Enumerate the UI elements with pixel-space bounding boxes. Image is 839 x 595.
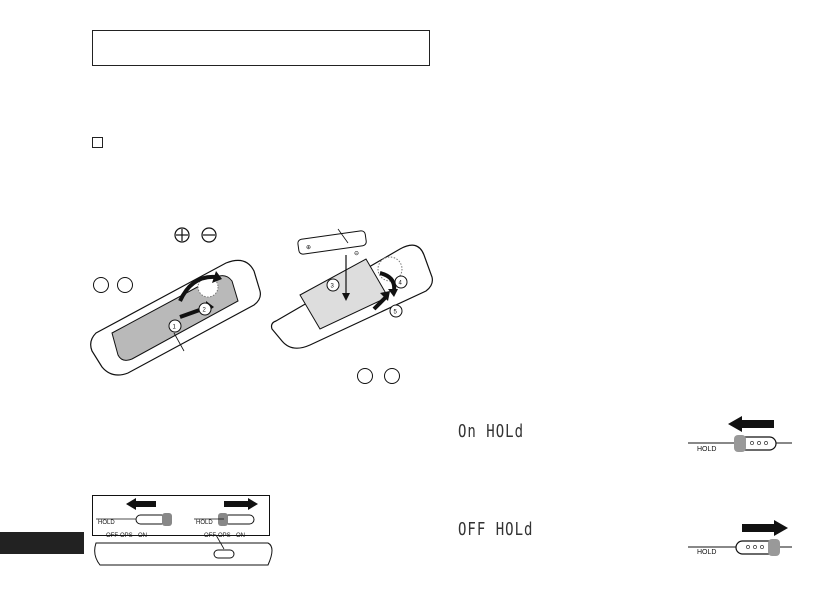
hold-label-off: HOLD [697,549,717,556]
step-1-label: 1 [173,325,177,331]
arrow-left-icon [728,416,742,432]
step-3-marker: 3 [326,278,340,292]
arrow-right-icon [248,498,258,510]
step-2-marker: 2 [198,302,212,316]
hold-on-slider [96,498,172,526]
off-label-right: OFF [204,533,216,539]
battery-insert-illustration: ⊕ ⊖ 3 4 5 [270,228,433,349]
ref-circles-right [357,368,400,384]
hold-label-right: HOLD [196,520,213,526]
arrow-right-icon [774,520,788,536]
chapter-tab [0,532,84,554]
ref-circles-left [93,277,133,293]
ops-label-left: OPS [120,533,133,539]
ops-label-right: OPS [218,533,231,539]
off-label-left: OFF [106,533,118,539]
hold-label-left: HOLD [98,520,115,526]
minus-terminal-icon [201,227,217,243]
section-title-box [92,30,430,66]
hold-off-slider [194,498,258,526]
hold-label-on: HOLD [697,446,717,453]
battery-minus-mark: ⊖ [354,251,359,257]
step-1-marker: 1 [168,319,182,333]
note-checkbox [92,137,103,148]
plus-terminal-icon [174,227,190,243]
lcd-on-hold: On HOLd [458,422,525,442]
hold-switch-on-detail [688,416,792,452]
hold-switch-off-detail [688,520,792,556]
hold-switch-diagram [92,495,273,566]
step-5-label: 5 [394,310,398,316]
arrow-left-icon [126,498,136,510]
step-4-label: 4 [399,281,403,287]
on-label-left: ON [138,533,147,539]
step-5-marker: 5 [389,304,403,318]
polarity-symbols [174,227,217,243]
lcd-off-hold: OFF HOLd [458,520,534,540]
step-2-label: 2 [203,308,207,314]
step-3-label: 3 [331,284,335,290]
recorder-cover-illustration: 1 2 [90,259,261,376]
step-4-marker: 4 [394,275,408,289]
on-label-right: ON [236,533,245,539]
battery-plus-mark: ⊕ [306,245,311,251]
aaa-battery: ⊕ ⊖ [297,230,367,257]
